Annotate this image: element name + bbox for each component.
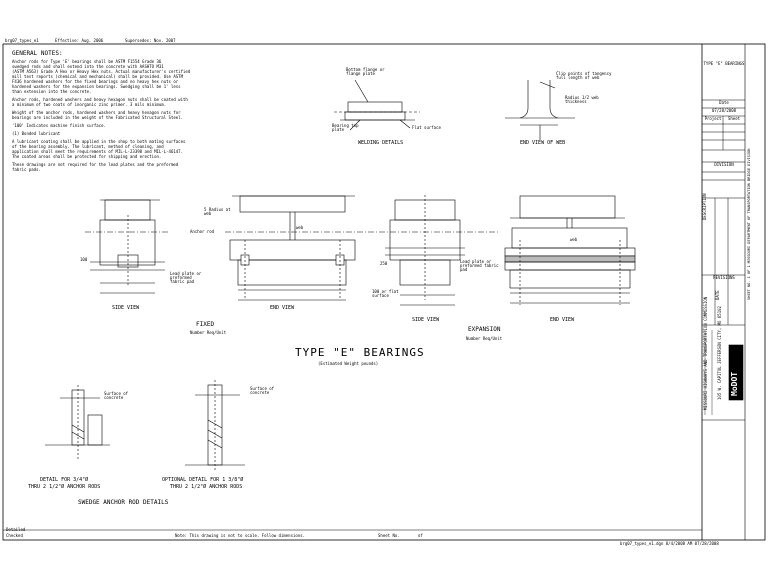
swedge-title: SWEDGE ANCHOR ROD DETAILS: [78, 499, 169, 506]
footer-stamp: brg07_types_e1.dgn 8/4/2008 AM 07/28/200…: [620, 541, 719, 546]
note-line: of the bearing assembly. The lubricant, …: [12, 144, 164, 149]
web-label-clip: Clip points of tangency full length of w…: [556, 71, 612, 80]
header-supersedes: Supersedes: Nov. 2007: [125, 38, 176, 43]
expansion-side-title: SIDE VIEW: [412, 317, 440, 323]
expansion-group-title: EXPANSION: [468, 326, 501, 333]
expansion-label-flat: 100 or flat surface: [372, 289, 399, 298]
note-line: F436 hardened washers for the fixed bear…: [12, 79, 179, 84]
note-line: a minimum of two coats of inorganic zinc…: [12, 102, 167, 107]
note-line: than extension into the concrete.: [12, 89, 92, 94]
footer-checked: Checked: [6, 533, 23, 538]
titleblock-agency: MISSOURI HIGHWAYS AND TRANSPORTATION COM…: [703, 296, 708, 410]
note-line: fabric pads.: [12, 167, 41, 172]
fixed-label-100: 100: [80, 257, 88, 262]
swedge-left-lines: [45, 385, 110, 460]
welding-title: WELDING DETAILS: [358, 140, 404, 146]
note-line: '100' Indicates machine finish surface.: [12, 123, 106, 128]
expansion-end-view-lines: [504, 195, 636, 305]
expansion-side-view-lines: [385, 195, 465, 306]
titleblock-grid: [702, 99, 745, 421]
header-file: brg07_types_e1: [5, 38, 39, 43]
swedge-right-lines: [185, 380, 245, 470]
web-label-radius: Radius 1/2 web thickness: [565, 95, 599, 104]
modot-logo: MoDOT: [730, 371, 739, 396]
welding-label-flat: Flat surface: [412, 125, 441, 130]
swedge-caption-left-2: THRU 2 1/2"Ø ANCHOR RODS: [28, 484, 101, 490]
titleblock-project: Project: [704, 116, 722, 121]
swedge-left-label: Surface of concrete: [104, 391, 129, 400]
fixed-label-anchor: Anchor rod: [190, 229, 215, 234]
note-line: Anchor rods for Type 'E' bearings shall …: [12, 59, 162, 64]
note-line: (ASTM A563) Grade A Hex or Heavy Hex nut…: [12, 69, 191, 74]
fixed-side-title: SIDE VIEW: [112, 305, 140, 311]
fixed-label-lead: Lead plate or preformed fabric pad: [170, 271, 202, 284]
fixed-end-title: END VIEW: [270, 305, 295, 311]
titleblock-address: 105 W. CAPITOL JEFFERSON CITY, MO 65102: [717, 306, 722, 400]
note-line: swedged rods and shall extend into the c…: [12, 64, 164, 69]
main-title: TYPE "E" BEARINGS: [295, 346, 425, 359]
web-view-title: END VIEW OF WEB: [520, 140, 566, 146]
titleblock-description: DESCRIPTION: [702, 193, 707, 221]
note-line: The coated areas shall be protected for …: [12, 154, 162, 159]
main-subtitle: (Estimated Weight pounds): [318, 361, 379, 366]
fixed-end-view-lines: [225, 195, 500, 301]
notes-body: Anchor rods for Type 'E' bearings shall …: [12, 59, 322, 172]
note-line: Weight of the anchor rods, hardened wash…: [12, 110, 181, 115]
titleblock-date: 07/28/2008: [711, 108, 737, 113]
fixed-subtitle: Number Req/Unit: [190, 330, 227, 335]
titleblock-revisions: REVISIONS: [713, 275, 735, 280]
note-line: application shall meet the requirements …: [12, 149, 183, 154]
web-view-lines: [505, 80, 575, 140]
swedge-right-label: Surface of concrete: [250, 386, 275, 395]
titleblock-side-text: SHEET NO. 1 OF 1 MISSOURI DEPARTMENT OF …: [747, 148, 751, 300]
titleblock-date-label: Date: [719, 100, 729, 105]
swedge-caption-left-1: DETAIL FOR 3/4"Ø: [40, 477, 89, 483]
welding-label-flange: Bottom flange or flange plate: [346, 67, 385, 76]
sheet-border: [2, 43, 766, 541]
titleblock-date2: DATE: [715, 290, 720, 300]
note-line: (1) Bonded lubricant: [12, 131, 61, 136]
fixed-side-view-lines: [85, 199, 170, 294]
footer-sheet: Sheet No.: [378, 533, 400, 538]
expansion-subtitle: Number Req/Unit: [466, 336, 503, 341]
swedge-caption-right-1: OPTIONAL DETAIL FOR 1 3/8"Ø: [162, 477, 244, 483]
header-effective: Effective: Aug. 2006: [55, 38, 104, 43]
notes-title: GENERAL NOTES:: [12, 50, 63, 57]
titleblock-division: DIVISION: [714, 162, 734, 167]
note-line: These drawings are not required for the …: [12, 162, 179, 167]
swedge-caption-right-2: THRU 2 1/2"Ø ANCHOR RODS: [170, 484, 243, 490]
titleblock-sheet: Sheet: [727, 116, 741, 121]
note-line: mill test reports (chemical and mechanic…: [12, 74, 183, 79]
expansion-label-lead: Lead plate or preformed fabric pad: [460, 259, 499, 272]
footer-note: Note: This drawing is not to scale. Foll…: [175, 533, 306, 538]
footer-of: of: [418, 533, 423, 538]
expansion-label-250: 250: [380, 261, 388, 266]
expansion-end-title: END VIEW: [550, 317, 575, 323]
footer-detailed: Detailed: [6, 527, 26, 532]
fixed-group-title: FIXED: [196, 321, 215, 328]
note-line: hardened washers for the expansion beari…: [12, 84, 181, 89]
fixed-label-radius: 5 Radius at web: [204, 207, 231, 216]
expansion-label-web: web: [570, 237, 578, 242]
fixed-label-web: web: [296, 225, 304, 230]
note-line: Anchor rods, hardened washers and heavy …: [12, 97, 188, 102]
logo-mark: [728, 344, 744, 401]
welding-detail-lines: [334, 79, 420, 131]
note-line: bearings are included in the weight of t…: [12, 115, 183, 120]
titleblock-top: TYPE "E" BEARINGS: [703, 61, 745, 66]
note-line: A lubricant coating shall be applied in …: [12, 139, 186, 144]
welding-label-top-plate: Bearing top plate: [332, 123, 359, 132]
